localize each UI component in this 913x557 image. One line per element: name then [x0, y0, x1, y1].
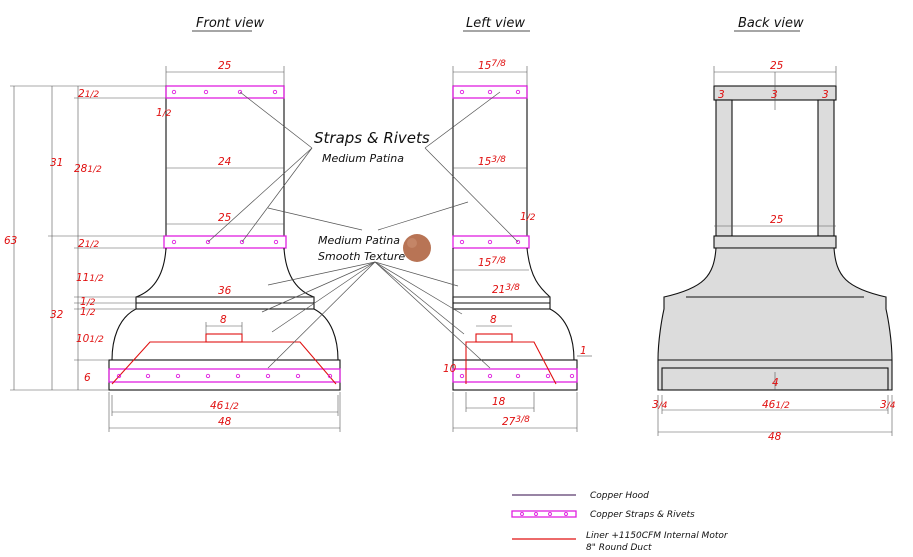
front-lower-strap-width: 25 — [218, 212, 232, 224]
back-frame-mid: 3 — [771, 89, 778, 101]
left-dimension-lines — [452, 66, 592, 432]
front-view — [108, 85, 341, 391]
back-side-right: 3/4 — [880, 399, 896, 411]
left-view — [452, 85, 578, 391]
left-liner-box: 8 — [490, 314, 497, 326]
legend-liner-2: 8" Round Duct — [586, 543, 652, 553]
front-base-height: 6 — [84, 372, 91, 384]
front-mid-width: 24 — [218, 156, 231, 168]
legend-copper-hood: Copper Hood — [590, 491, 649, 501]
back-inner-width: 461/2 — [762, 399, 790, 411]
patina-swatch — [403, 234, 431, 262]
front-view-title: Front view — [196, 16, 265, 31]
front-liner-box-width: 8 — [220, 314, 227, 326]
front-dimension-lines — [10, 66, 341, 432]
straps-note-line2: Medium Patina — [322, 152, 404, 165]
front-upper-section: 281/2 — [74, 163, 102, 175]
left-mid-depth: 153/8 — [478, 155, 506, 168]
back-body — [657, 247, 893, 391]
left-top-depth: 157/8 — [478, 59, 506, 72]
left-base-left: 10 — [443, 363, 457, 375]
front-top-strap — [165, 85, 285, 99]
left-liner — [465, 341, 557, 385]
front-lower-height: 32 — [50, 309, 64, 321]
front-base — [108, 359, 341, 391]
front-strap-top: 21/2 — [78, 88, 99, 100]
front-curve-1: 111/2 — [76, 272, 104, 284]
front-base-strap — [108, 368, 341, 383]
front-rivets — [116, 89, 333, 379]
left-view-title: Left view — [466, 16, 525, 31]
back-total-width: 48 — [768, 431, 782, 443]
left-top-strap — [452, 85, 528, 99]
callout-leaders — [207, 91, 519, 369]
body-note-line1: Medium Patina — [318, 234, 400, 247]
body-note-line2: Smooth Texture — [318, 250, 405, 263]
legend-liner-1: Liner +1150CFM Internal Motor — [586, 531, 729, 541]
left-liner-depth: 18 — [492, 396, 506, 408]
front-top-width: 25 — [218, 60, 232, 72]
back-side-left: 3/4 — [652, 399, 668, 411]
front-lower-strap — [163, 235, 287, 249]
front-inner-width: 461/2 — [210, 400, 239, 412]
back-dimension-lines — [657, 66, 893, 436]
legend: Copper Hood Copper Straps & Rivets Liner… — [511, 491, 729, 553]
front-shelf-width: 36 — [218, 285, 232, 297]
left-base-strap — [452, 368, 578, 383]
front-base-width: 48 — [218, 416, 232, 428]
left-strap-offset: 1/2 — [520, 211, 536, 223]
front-liner — [111, 341, 337, 385]
legend-strap-line — [511, 510, 577, 518]
left-duct — [475, 333, 513, 343]
front-shelf-2: 1/2 — [80, 306, 96, 318]
front-strap-low: 21/2 — [78, 238, 99, 250]
legend-straps: Copper Straps & Rivets — [590, 510, 695, 520]
front-total-height: 63 — [4, 235, 17, 247]
left-shelf-depth: 213/8 — [492, 283, 520, 296]
straps-note-line1: Straps & Rivets — [314, 129, 430, 147]
back-lower-top-width: 25 — [770, 214, 784, 226]
left-base-depth: 273/8 — [502, 415, 530, 428]
left-small-dim: 1 — [580, 345, 587, 357]
back-top-width: 25 — [770, 60, 784, 72]
back-frame-right: 3 — [822, 89, 829, 101]
back-base-height: 4 — [772, 377, 779, 389]
back-view-title: Back view — [738, 16, 804, 31]
back-view — [657, 85, 893, 391]
front-duct — [205, 333, 243, 343]
front-shelf-1: 1/2 — [80, 296, 96, 308]
back-frame-left: 3 — [718, 89, 725, 101]
left-lower-depth: 157/8 — [478, 256, 506, 269]
front-upper-height: 31 — [50, 157, 63, 169]
left-rivets — [459, 89, 575, 379]
front-strap-offset: 1/2 — [156, 107, 172, 119]
front-curve-2: 101/2 — [76, 333, 104, 345]
left-lower-strap — [452, 235, 530, 249]
